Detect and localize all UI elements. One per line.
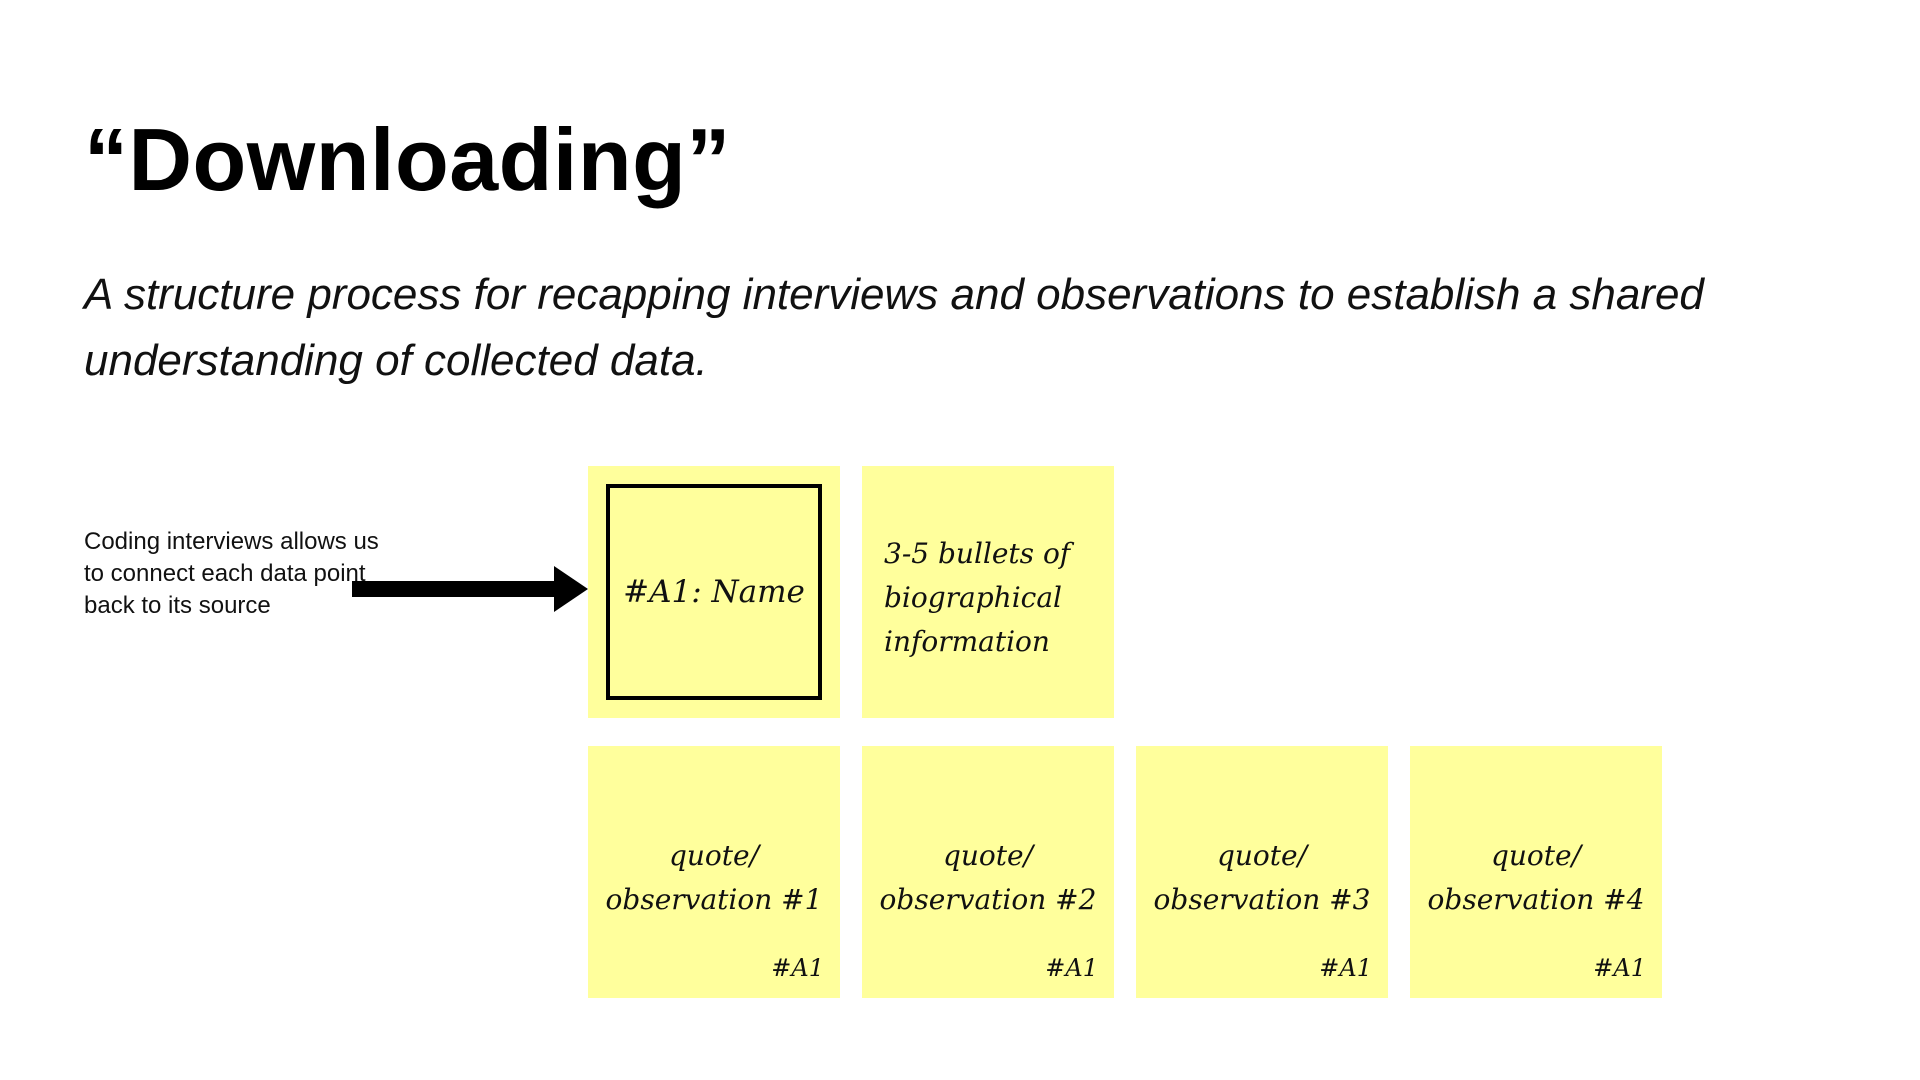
note-code-tag: #A1 bbox=[1593, 954, 1646, 982]
note-observation-line: observation #3 bbox=[1153, 883, 1371, 916]
note-bio-line: biographical bbox=[884, 581, 1062, 614]
note-code-tag: #A1 bbox=[1319, 954, 1372, 982]
slide-subtitle: A structure process for recapping interv… bbox=[84, 270, 1704, 385]
note-observation-line: observation #1 bbox=[605, 883, 823, 916]
sticky-note-observation-1: quote/ observation #1 #A1 bbox=[588, 746, 840, 998]
arrow-right-icon bbox=[352, 566, 588, 612]
note-observation-text: quote/ observation #1 bbox=[588, 834, 840, 922]
slide-title: “Downloading” bbox=[84, 110, 731, 209]
note-name-label: #A1: Name bbox=[623, 574, 805, 610]
note-code-tag: #A1 bbox=[771, 954, 824, 982]
name-frame: #A1: Name bbox=[606, 484, 822, 700]
note-observation-line: quote/ bbox=[1216, 839, 1308, 872]
sticky-note-observation-2: quote/ observation #2 #A1 bbox=[862, 746, 1114, 998]
sticky-note-name: #A1: Name bbox=[588, 466, 840, 718]
note-observation-text: quote/ observation #2 bbox=[862, 834, 1114, 922]
note-bio-line: 3-5 bullets of bbox=[884, 537, 1071, 570]
note-bio-line: information bbox=[884, 625, 1050, 658]
note-bio-text: 3-5 bullets of biographical information bbox=[884, 532, 1104, 664]
note-code-tag: #A1 bbox=[1045, 954, 1098, 982]
sticky-note-observation-4: quote/ observation #4 #A1 bbox=[1410, 746, 1662, 998]
note-observation-line: quote/ bbox=[942, 839, 1034, 872]
coding-caption: Coding interviews allows us to connect e… bbox=[84, 528, 379, 619]
note-observation-line: quote/ bbox=[1490, 839, 1582, 872]
note-observation-line: quote/ bbox=[668, 839, 760, 872]
note-observation-line: observation #2 bbox=[879, 883, 1097, 916]
note-observation-text: quote/ observation #3 bbox=[1136, 834, 1388, 922]
note-observation-line: observation #4 bbox=[1427, 883, 1645, 916]
sticky-note-observation-3: quote/ observation #3 #A1 bbox=[1136, 746, 1388, 998]
note-observation-text: quote/ observation #4 bbox=[1410, 834, 1662, 922]
sticky-note-bio: 3-5 bullets of biographical information bbox=[862, 466, 1114, 718]
